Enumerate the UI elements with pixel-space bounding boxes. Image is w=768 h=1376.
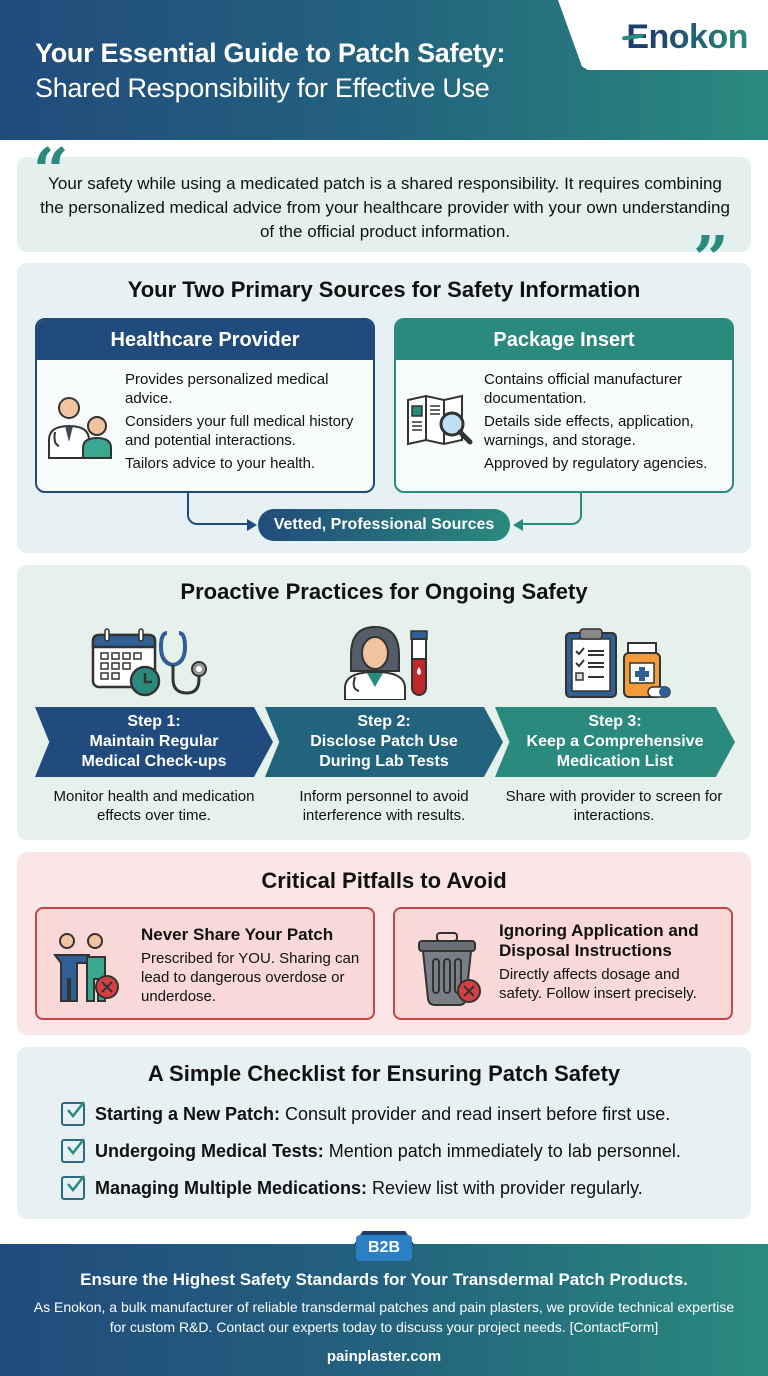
intro-quote-box <box>17 157 751 252</box>
checklist-item-label: Managing Multiple Medications: <box>95 1177 368 1198</box>
website-link[interactable]: painplaster.com <box>326 1348 442 1365</box>
checklist-item-text: Mention patch immediately to lab personn… <box>328 1140 681 1161</box>
pitfalls-section: Critical Pitfalls to Avoid Never Share Y… <box>17 852 751 1035</box>
checklist-item: Undergoing Medical Tests: Mention patch … <box>61 1138 681 1164</box>
page-title: Your Essential Guide to Patch Safety: <box>35 38 506 68</box>
vetted-sources-badge: Vetted, Professional Sources <box>258 509 510 541</box>
checkbox-checked-icon[interactable] <box>61 1101 85 1126</box>
checkbox-checked-icon[interactable] <box>61 1138 85 1163</box>
footer-body[interactable]: As Enokon, a bulk manufacturer of reliab… <box>33 1299 735 1335</box>
checklist-item-text: Consult provider and read insert before … <box>285 1103 671 1124</box>
open-quote-icon: “ <box>33 134 69 207</box>
practices-section: Proactive Practices for Ongoing Safety S… <box>17 565 751 840</box>
step-title-line: During Lab Tests <box>319 753 449 770</box>
trash-can-x-icon <box>418 932 481 1006</box>
pitfall-description: Prescribed for YOU. Sharing can lead to … <box>141 950 360 1005</box>
logo-tab <box>558 0 768 70</box>
card-points: Provides personalized medical advice. Co… <box>125 370 370 477</box>
sources-title: Your Two Primary Sources for Safety Info… <box>127 277 641 302</box>
card-points: Contains official manufacturer documenta… <box>484 370 729 477</box>
checklist-item: Managing Multiple Medications: Review li… <box>61 1175 643 1201</box>
step-3-description: Share with provider to screen for intera… <box>505 788 723 824</box>
card-point: Tailors advice to your health. <box>125 455 316 472</box>
checklist-section: A Simple Checklist for Ensuring Patch Sa… <box>17 1047 751 1219</box>
step-1-chevron: Step 1: Maintain Regular Medical Check-u… <box>35 707 273 777</box>
step-number: Step 1: <box>127 713 181 730</box>
step-title-line: Maintain Regular <box>89 733 219 750</box>
step-1-description: Monitor health and medication effects ov… <box>53 788 255 824</box>
right-connector-line <box>522 493 582 525</box>
card-point: Approved by regulatory agencies. <box>484 455 708 472</box>
left-connector-line <box>187 493 249 525</box>
step-title-line: Disclose Patch Use <box>310 733 458 750</box>
calendar-stethoscope-icon <box>91 628 207 697</box>
clipboard-pill-bottle-icon <box>565 628 671 698</box>
checklist-item: Starting a New Patch: Consult provider a… <box>61 1101 670 1127</box>
footer-title: Ensure the Highest Safety Standards for … <box>80 1270 688 1289</box>
pitfalls-title: Critical Pitfalls to Avoid <box>261 868 507 893</box>
step-title-line: Medication List <box>556 753 674 770</box>
checklist-item-label: Undergoing Medical Tests: <box>95 1140 324 1161</box>
card-point: Considers your full medical history and … <box>125 413 354 449</box>
checkbox-checked-icon[interactable] <box>61 1175 85 1200</box>
doctor-patient-icon <box>48 397 112 459</box>
step-3-chevron: Step 3: Keep a Comprehensive Medication … <box>495 707 735 777</box>
card-point: Details side effects, application, warni… <box>484 413 694 449</box>
pitfall-title: Never Share Your Patch <box>141 925 334 944</box>
package-insert-card: Package Insert Contains official manufac… <box>394 318 734 493</box>
pitfall-description: Directly affects dosage and safety. Foll… <box>499 966 697 1002</box>
pitfall-card-never-share: Never Share Your Patch Prescribed for YO… <box>35 907 375 1020</box>
intro-quote-text: Your safety while using a medicated patc… <box>40 174 730 241</box>
brand-logo[interactable]: Enokon <box>626 18 748 57</box>
checklist-title: A Simple Checklist for Ensuring Patch Sa… <box>147 1061 621 1086</box>
step-number: Step 2: <box>357 713 411 730</box>
header-banner: Enokon Your Essential Guide to Patch Saf… <box>0 0 768 140</box>
b2b-badge: B2B <box>356 1235 412 1261</box>
left-arrow-icon <box>247 519 257 531</box>
step-number: Step 3: <box>588 713 642 730</box>
pitfall-title: Ignoring Application and Disposal Instru… <box>499 921 699 960</box>
b2b-badge-wrap: B2B <box>346 1231 422 1261</box>
card-point: Contains official manufacturer documenta… <box>484 371 683 407</box>
step-2-description: Inform personnel to avoid interference w… <box>299 788 469 824</box>
footer-banner <box>0 1244 768 1376</box>
card-title: Package Insert <box>396 320 732 360</box>
doctor-blood-tube-icon <box>344 625 428 700</box>
step-title-line: Medical Check-ups <box>81 753 227 770</box>
people-no-share-icon <box>53 933 119 1002</box>
step-title-line: Keep a Comprehensive <box>526 733 704 750</box>
step-2-chevron: Step 2: Disclose Patch Use During Lab Te… <box>265 707 503 777</box>
pitfall-card-ignoring-instructions: Ignoring Application and Disposal Instru… <box>393 907 733 1020</box>
checklist-item-text: Review list with provider regularly. <box>372 1177 643 1198</box>
document-magnifier-icon <box>407 394 473 446</box>
card-point: Provides personalized medical advice. <box>125 371 329 407</box>
logo-text: nokon <box>648 18 749 56</box>
practices-title: Proactive Practices for Ongoing Safety <box>180 579 588 604</box>
page-subtitle: Shared Responsibility for Effective Use <box>35 73 490 103</box>
right-arrow-icon <box>513 519 523 531</box>
sources-section: Your Two Primary Sources for Safety Info… <box>17 263 751 553</box>
logo-letter-e: E <box>626 18 649 56</box>
healthcare-provider-card: Healthcare Provider Provides personalize… <box>35 318 375 493</box>
checklist-item-label: Starting a New Patch: <box>95 1103 281 1124</box>
card-title: Healthcare Provider <box>37 320 373 360</box>
